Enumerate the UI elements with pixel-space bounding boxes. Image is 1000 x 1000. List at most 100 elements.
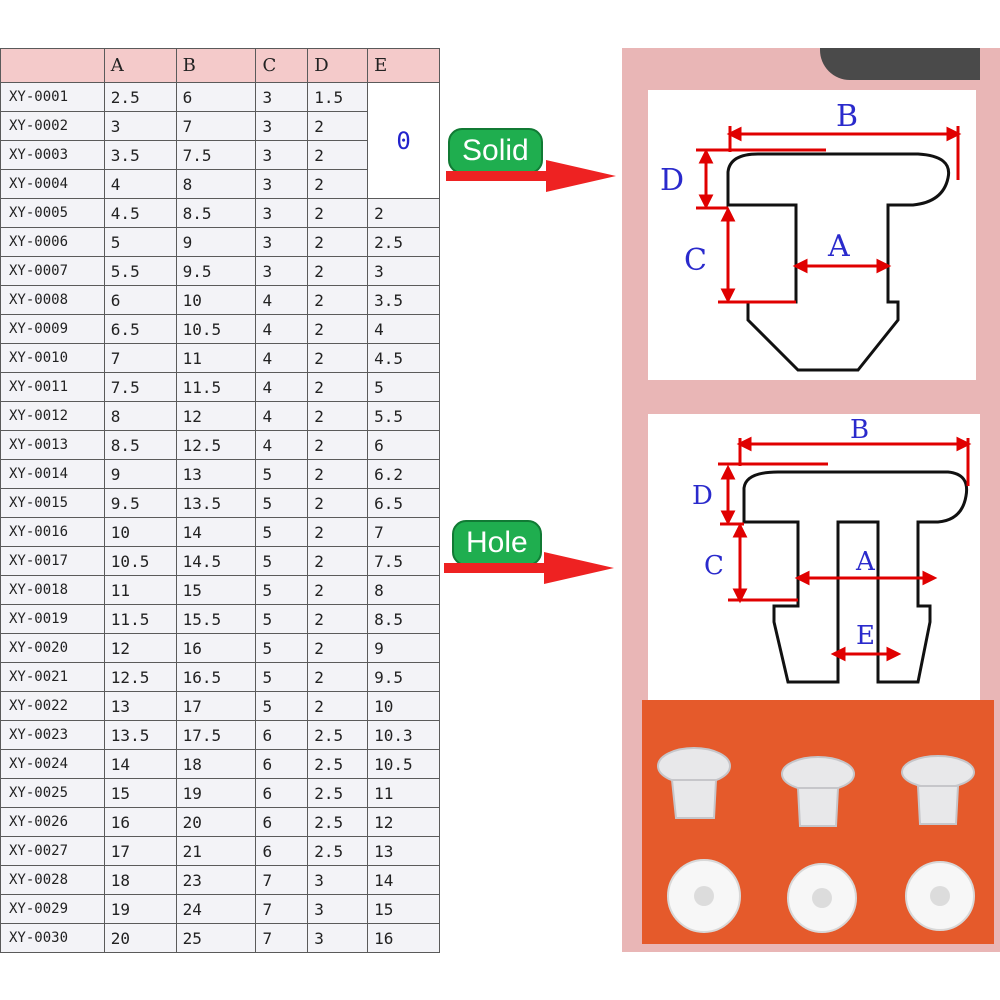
cell-code: XY-0018 <box>0 575 105 605</box>
cell-b: 10 <box>175 285 257 315</box>
cell-d: 2 <box>307 372 369 402</box>
cell-d: 2 <box>307 401 369 431</box>
cell-b: 11 <box>175 343 257 373</box>
cell-d: 2 <box>307 111 369 141</box>
cell-code: XY-0012 <box>0 401 105 431</box>
cell-d: 2.5 <box>307 749 369 779</box>
cell-d: 2.5 <box>307 807 369 837</box>
column-header-c: C <box>255 48 309 83</box>
cell-a: 9.5 <box>103 488 177 518</box>
cell-c: 3 <box>255 111 309 141</box>
cell-e: 8 <box>367 575 440 605</box>
cell-d: 2 <box>307 314 369 344</box>
hole-label-c: C <box>704 551 724 581</box>
cell-code: XY-0022 <box>0 691 105 721</box>
cell-c: 3 <box>255 256 309 286</box>
cell-e: 6 <box>367 430 440 460</box>
cell-e: 5 <box>367 372 440 402</box>
cell-c: 3 <box>255 82 309 112</box>
cell-d: 2 <box>307 198 369 228</box>
cell-b: 16 <box>175 633 257 663</box>
cell-e: 7 <box>367 517 440 547</box>
column-header-b: B <box>175 48 257 83</box>
cell-c: 5 <box>255 459 309 489</box>
column-header-a: A <box>103 48 177 83</box>
cell-code: XY-0007 <box>0 256 105 286</box>
cell-c: 3 <box>255 169 309 199</box>
solid-plug-diagram: B D C A <box>648 90 976 380</box>
cell-b: 14 <box>175 517 257 547</box>
cell-c: 7 <box>255 923 309 953</box>
cell-a: 17 <box>103 836 177 866</box>
cell-code: XY-0024 <box>0 749 105 779</box>
solid-arrow-icon <box>446 160 616 192</box>
cell-e: 3.5 <box>367 285 440 315</box>
cell-b: 17 <box>175 691 257 721</box>
cell-code: XY-0023 <box>0 720 105 750</box>
cell-d: 3 <box>307 865 369 895</box>
cell-b: 13 <box>175 459 257 489</box>
column-header-d: D <box>307 48 369 83</box>
cell-code: XY-0019 <box>0 604 105 634</box>
cell-d: 2 <box>307 256 369 286</box>
cell-code: XY-0005 <box>0 198 105 228</box>
cell-c: 4 <box>255 401 309 431</box>
cell-b: 12.5 <box>175 430 257 460</box>
cell-code: XY-0015 <box>0 488 105 518</box>
cell-code: XY-0011 <box>0 372 105 402</box>
cell-c: 5 <box>255 517 309 547</box>
cell-e: 6.2 <box>367 459 440 489</box>
cell-code: XY-0017 <box>0 546 105 576</box>
cell-b: 15.5 <box>175 604 257 634</box>
cell-code: XY-0020 <box>0 633 105 663</box>
cell-code: XY-0010 <box>0 343 105 373</box>
cell-e: 6.5 <box>367 488 440 518</box>
cell-c: 3 <box>255 140 309 170</box>
cell-a: 18 <box>103 865 177 895</box>
cell-code: XY-0029 <box>0 894 105 924</box>
right-panel: B D C A <box>622 48 1000 952</box>
cell-c: 4 <box>255 430 309 460</box>
cell-d: 2 <box>307 488 369 518</box>
cell-a: 3 <box>103 111 177 141</box>
hole-label-b: B <box>850 415 869 445</box>
cell-code: XY-0027 <box>0 836 105 866</box>
panel-tab <box>820 48 980 80</box>
cell-a: 15 <box>103 778 177 808</box>
cell-b: 25 <box>175 923 257 953</box>
cell-code: XY-0013 <box>0 430 105 460</box>
cell-code: XY-0004 <box>0 169 105 199</box>
cell-code: XY-0003 <box>0 140 105 170</box>
cell-e-merged: 0 <box>367 82 440 199</box>
cell-d: 3 <box>307 923 369 953</box>
cell-a: 16 <box>103 807 177 837</box>
cell-a: 13.5 <box>103 720 177 750</box>
cell-e: 3 <box>367 256 440 286</box>
cell-d: 3 <box>307 894 369 924</box>
cell-d: 2 <box>307 285 369 315</box>
cell-a: 13 <box>103 691 177 721</box>
cell-d: 2 <box>307 575 369 605</box>
cell-e: 9 <box>367 633 440 663</box>
cell-c: 3 <box>255 198 309 228</box>
cell-a: 12.5 <box>103 662 177 692</box>
cell-code: XY-0002 <box>0 111 105 141</box>
cell-d: 2 <box>307 169 369 199</box>
cell-code: XY-0001 <box>0 82 105 112</box>
cell-d: 2 <box>307 546 369 576</box>
cell-c: 5 <box>255 546 309 576</box>
